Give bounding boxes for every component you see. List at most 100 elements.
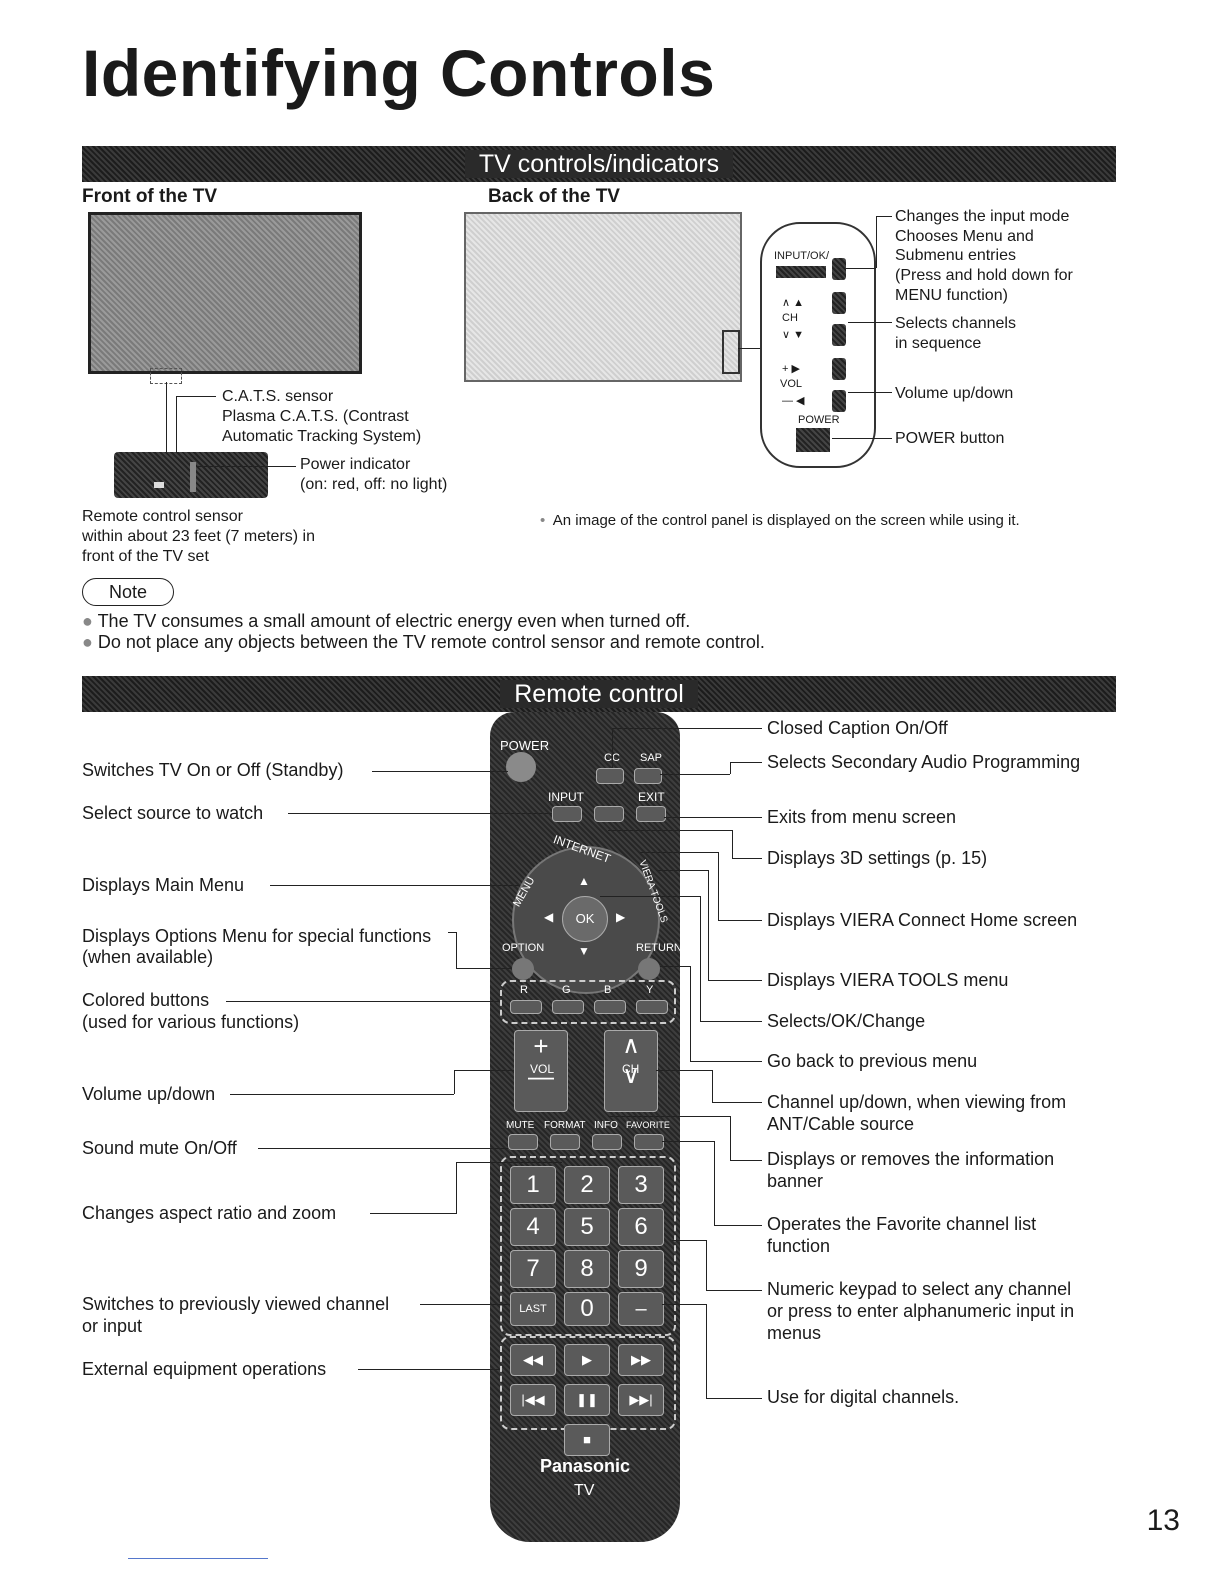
remote-desc-power: Switches TV On or Off (Standby) — [82, 760, 344, 780]
leader-line — [700, 1021, 762, 1022]
back-tv-illustration — [464, 212, 742, 382]
remote-exit-label: EXIT — [638, 790, 665, 804]
remote-desc-info-2: banner — [767, 1171, 824, 1191]
back-desc-input-1: Changes the input mode — [895, 208, 1070, 225]
leader-line — [714, 1225, 762, 1226]
remote-power-button — [506, 752, 536, 782]
leader-line — [196, 466, 296, 467]
leader-line — [718, 920, 762, 921]
leader-line — [714, 1141, 715, 1225]
remote-desc-sap: Selects Secondary Audio Programming — [767, 752, 1081, 772]
panel-note: • An image of the control panel is displ… — [540, 512, 1020, 529]
remote-pause-icon: ❚❚ — [564, 1384, 610, 1416]
remote-sap-button — [634, 768, 662, 784]
remote-yellow-label: Y — [646, 984, 654, 996]
page-title: Identifying Controls — [82, 36, 716, 110]
leader-line — [706, 1398, 762, 1399]
leader-line — [876, 216, 892, 217]
leader-line — [372, 771, 508, 772]
remote-yellow-button — [636, 1000, 668, 1014]
leader-line — [612, 728, 762, 729]
remote-cc-button — [596, 768, 624, 784]
leader-line — [730, 1116, 731, 1160]
power-indicator-icon — [190, 462, 196, 492]
leader-line — [456, 968, 512, 969]
panel-ch-down-icon: ∨ ▼ — [782, 329, 804, 341]
note-bullet-icon: ● — [82, 611, 98, 631]
remote-input-button — [552, 806, 582, 822]
back-desc-ch-1: Selects channels — [895, 315, 1016, 332]
remote-desc-mute: Sound mute On/Off — [82, 1138, 237, 1158]
remote-mute-label: MUTE — [506, 1120, 535, 1131]
section-bar-label: Remote control — [500, 680, 698, 708]
leader-line — [700, 896, 701, 1021]
remote-desc-option-2: (when available) — [82, 947, 214, 967]
leader-line — [600, 896, 700, 897]
leader-line — [656, 870, 708, 871]
panel-ch-up-icon: ∧ ▲ — [782, 297, 804, 309]
remote-right-arrow-icon: ▶ — [616, 910, 626, 924]
leader-line — [690, 1061, 762, 1062]
back-desc-input-3: Submenu entries — [895, 247, 1016, 264]
remote-return-label: RETURN — [636, 942, 682, 954]
remote-favorite-label: FAVORITE — [626, 1120, 670, 1130]
remote-key-5: 5 — [564, 1208, 610, 1246]
remote-tv-label: TV — [574, 1482, 595, 1499]
leader-line — [176, 396, 216, 397]
remote-desc-menu: Displays Main Menu — [82, 875, 245, 895]
remote-key-2: 2 — [564, 1166, 610, 1204]
remote-blue-label: B — [604, 984, 612, 996]
remote-desc-info-1: Displays or removes the information — [767, 1149, 1055, 1169]
remote-format-label: FORMAT — [544, 1120, 586, 1131]
leader-line — [848, 322, 892, 323]
remote-desc-exit: Exits from menu screen — [767, 807, 957, 827]
section-bar-remote-control: Remote control — [82, 676, 1116, 712]
remote-desc-return: Go back to previous menu — [767, 1051, 978, 1071]
remote-fast-forward-icon: ▶▶ — [618, 1344, 664, 1376]
leader-line — [226, 1001, 500, 1002]
remote-desc-last-1: Switches to previously viewed channel — [82, 1294, 390, 1314]
remote-return-button — [638, 958, 660, 980]
remote-favorite-button — [634, 1134, 664, 1150]
remote-desc-colored-2: (used for various functions) — [82, 1012, 300, 1032]
remote-desc-channel-1: Channel up/down, when viewing from — [767, 1092, 1067, 1112]
cats-desc-2: Automatic Tracking System) — [222, 428, 422, 445]
remote-sap-label: SAP — [640, 752, 663, 764]
remote-skip-back-icon: |◀◀ — [510, 1384, 556, 1416]
remote-up-arrow-icon: ▲ — [578, 874, 590, 888]
panel-power-label: POWER — [798, 414, 840, 426]
leader-line — [708, 980, 762, 981]
leader-line — [738, 348, 760, 349]
leader-line — [706, 1304, 707, 1398]
remote-desc-external: External equipment operations — [82, 1359, 327, 1379]
remote-desc-ok: Selects/OK/Change — [767, 1011, 926, 1031]
leader-line — [258, 1148, 508, 1149]
leader-line — [288, 813, 552, 814]
leader-line — [730, 762, 762, 763]
remote-info-label: INFO — [594, 1120, 618, 1131]
remote-key-8: 8 — [564, 1250, 610, 1288]
footer-rule — [128, 1558, 268, 1559]
leader-line — [370, 1213, 456, 1214]
control-panel-closeup — [760, 222, 876, 468]
remote-key-7: 7 — [510, 1250, 556, 1288]
remote-numeric-keypad — [500, 1156, 676, 1336]
remote-skip-forward-icon: ▶▶| — [618, 1384, 664, 1416]
remote-desc-favorite-2: function — [767, 1236, 831, 1256]
remote-vol-label: VOL — [530, 1062, 555, 1076]
panel-ch-down-button — [832, 324, 846, 346]
panel-ch-up-button — [832, 292, 846, 314]
leader-line — [832, 438, 892, 439]
remote-mute-button — [508, 1134, 538, 1150]
leader-line — [662, 1304, 706, 1305]
leader-line — [690, 966, 691, 1061]
leader-line — [420, 1304, 510, 1305]
leader-line — [712, 1102, 762, 1103]
leader-line — [876, 216, 877, 268]
remote-desc-tools: Displays VIERA TOOLS menu — [767, 970, 1009, 990]
section-bar-label: TV controls/indicators — [464, 150, 734, 178]
remote-format-button — [550, 1134, 580, 1150]
remote-key-9: 9 — [618, 1250, 664, 1288]
note-item-2-text: Do not place any objects between the TV … — [97, 632, 765, 652]
remote-desc-option-1: Displays Options Menu for special functi… — [82, 926, 432, 946]
